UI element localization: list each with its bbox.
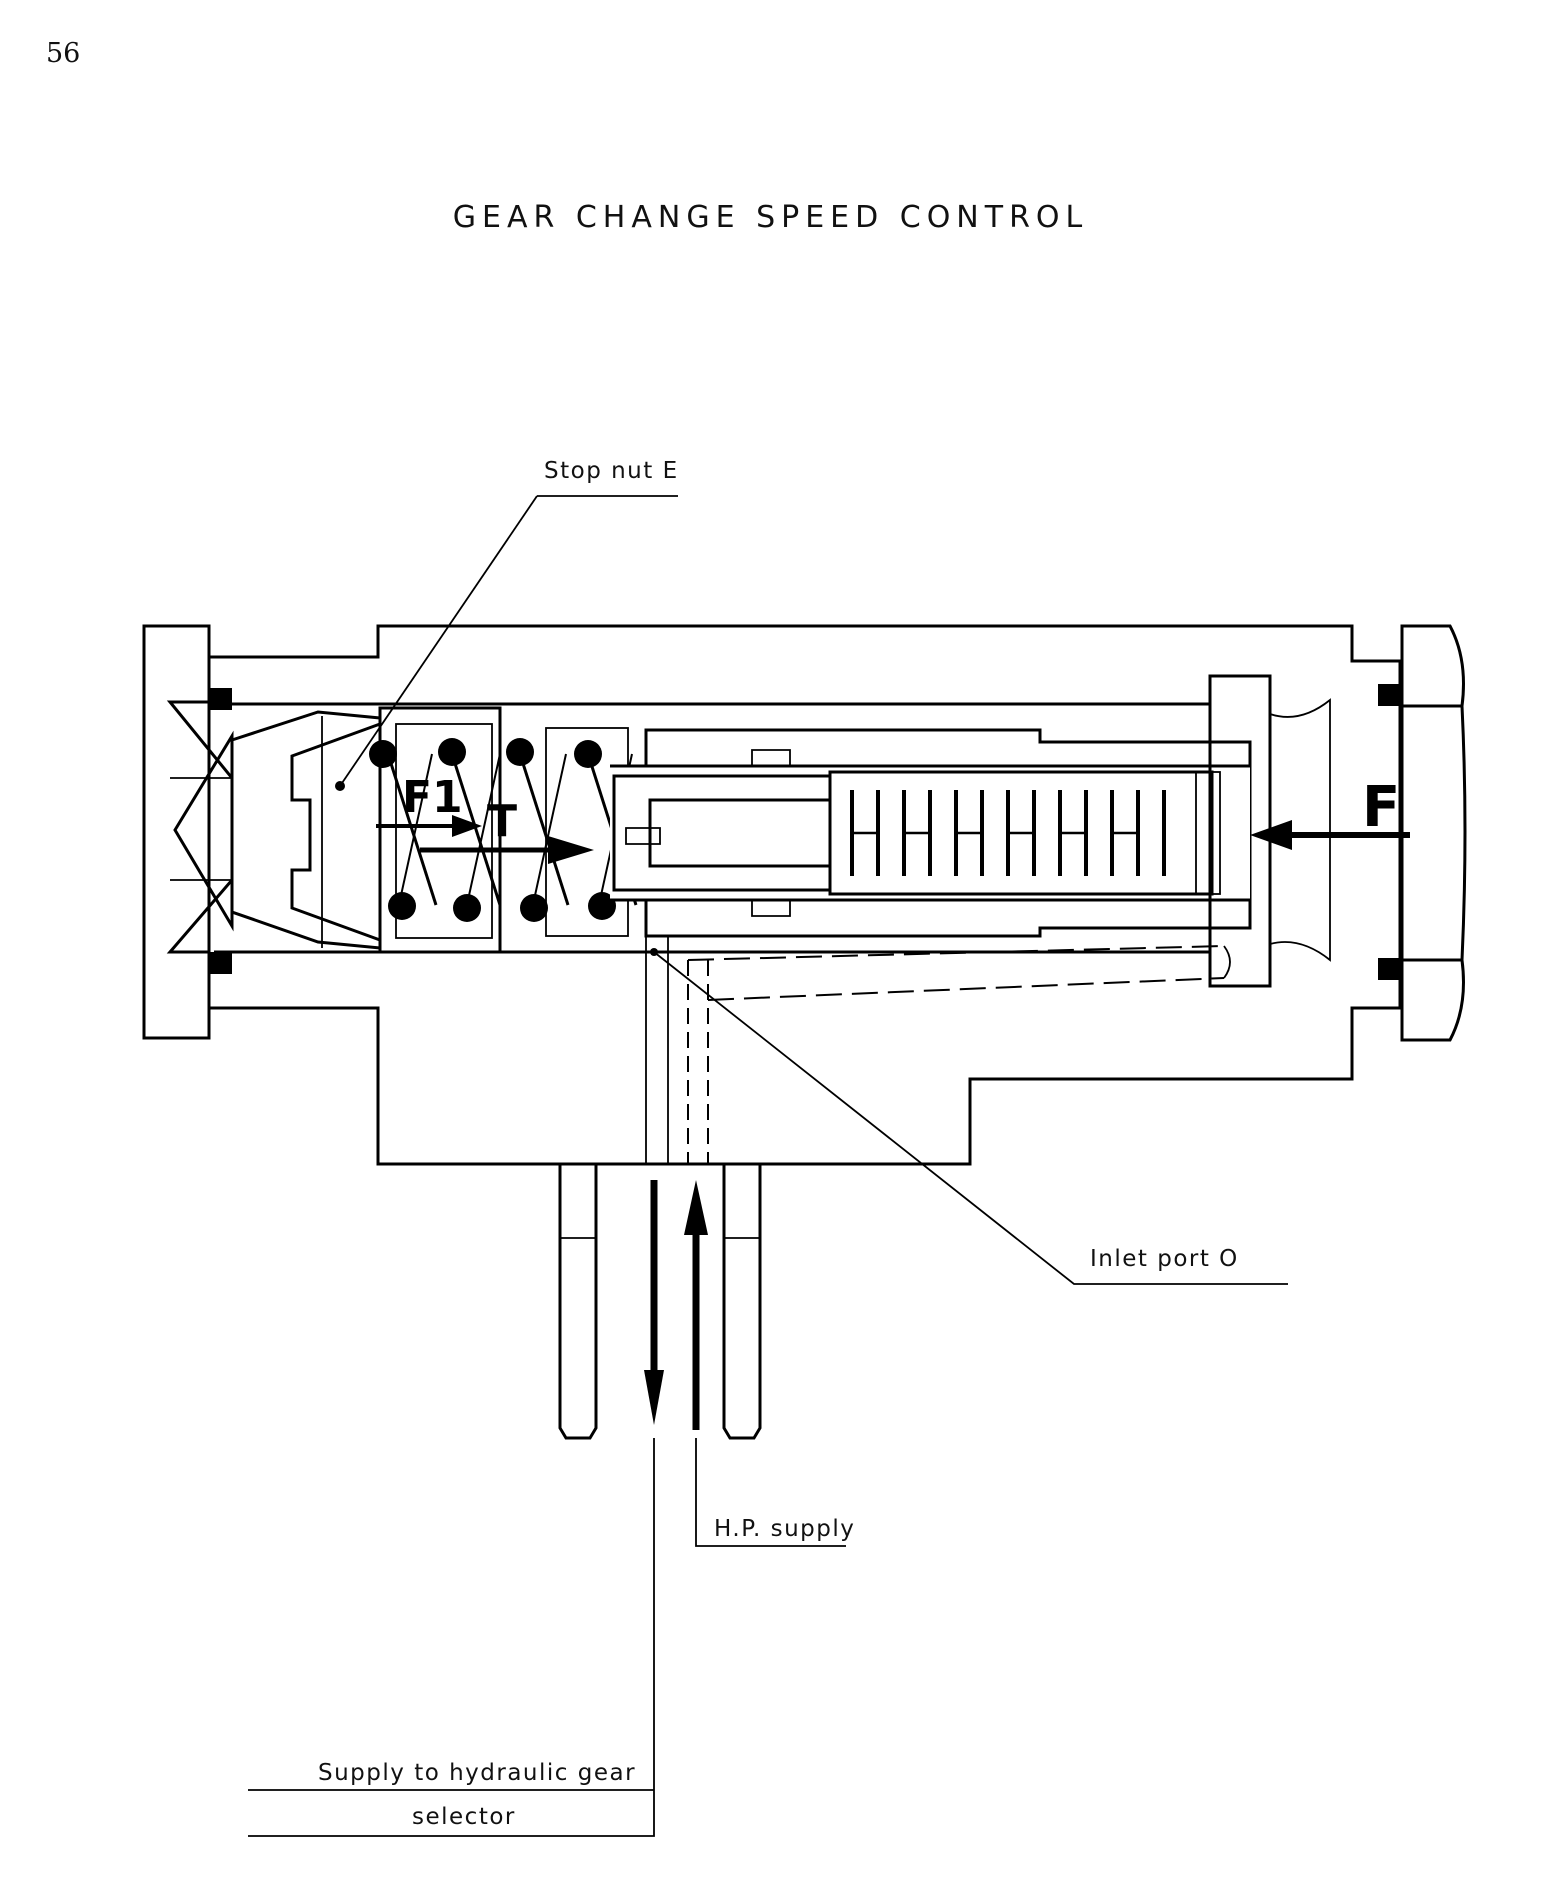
flow-arrows xyxy=(644,1180,708,1430)
o-ring-seals xyxy=(210,684,1400,980)
force-t-label: T xyxy=(487,796,517,847)
force-arrows xyxy=(376,815,1410,864)
supply-selector-label-line2: selector xyxy=(412,1804,516,1830)
mounting-studs xyxy=(558,1164,762,1440)
stop-nut-label: Stop nut E xyxy=(544,458,679,484)
oil-passages xyxy=(645,935,1231,1165)
diagram-title: GEAR CHANGE SPEED CONTROL xyxy=(452,200,1089,235)
supply-selector-label-line1: Supply to hydraulic gear xyxy=(318,1760,636,1786)
damper-stack xyxy=(828,770,1221,896)
hp-supply-label: H.P. supply xyxy=(714,1516,855,1542)
force-f1-label: F1 xyxy=(402,772,463,823)
leader-lines xyxy=(248,495,1288,1837)
force-f-label: F xyxy=(1362,775,1400,840)
page-number: 56 xyxy=(46,38,81,69)
inlet-port-label: Inlet port O xyxy=(1090,1246,1239,1272)
valve-sleeve xyxy=(610,728,1252,938)
